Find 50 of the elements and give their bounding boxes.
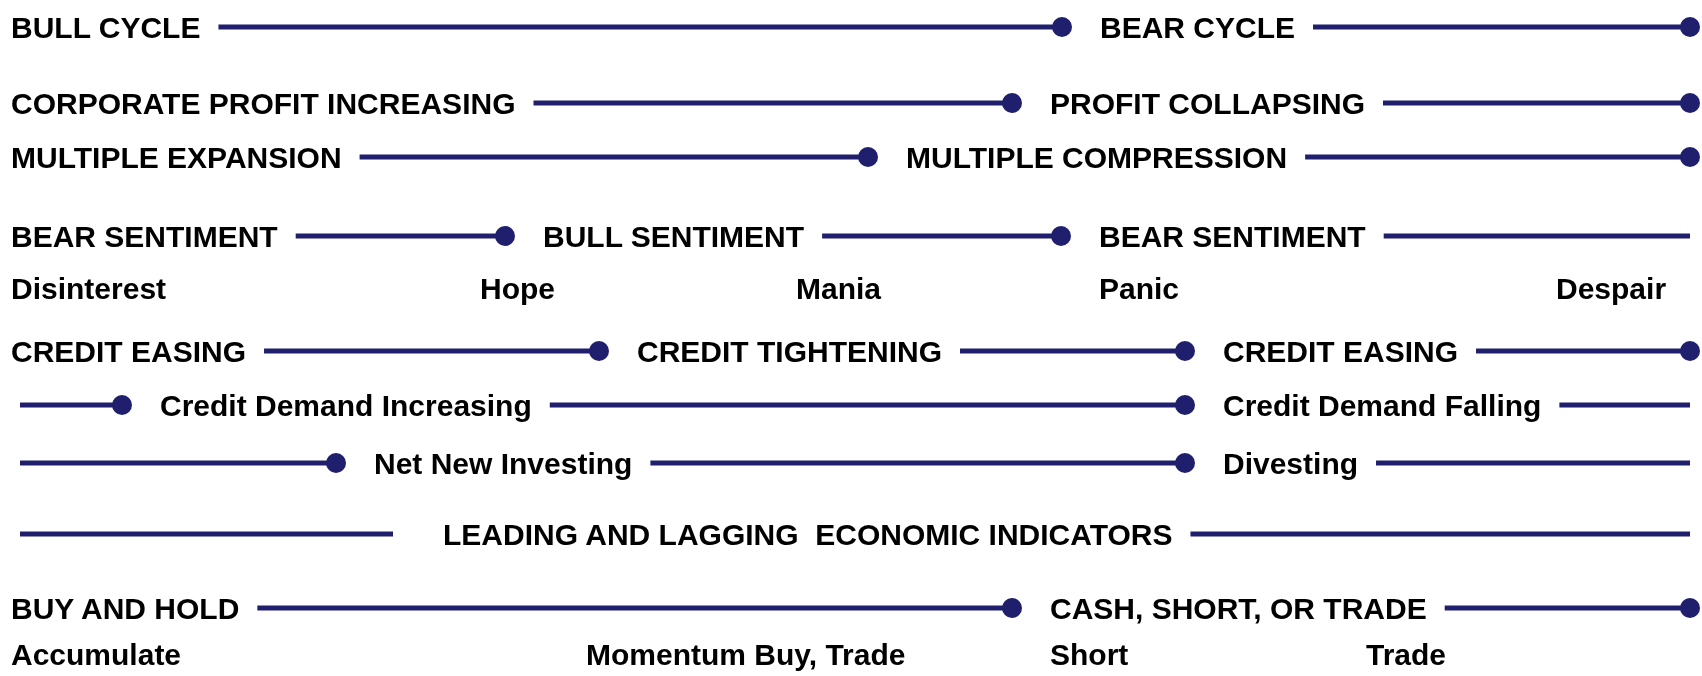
timeline-line xyxy=(1383,233,1690,239)
timeline-line xyxy=(1559,402,1690,408)
stage-label: CREDIT EASING xyxy=(1223,334,1459,368)
timeline-bar xyxy=(20,453,346,473)
stage-label: Divesting xyxy=(1223,446,1359,480)
timeline-bar xyxy=(960,341,1195,361)
timeline-bar xyxy=(822,226,1071,246)
timeline-line xyxy=(1376,460,1690,466)
phase-label: Disinterest xyxy=(11,271,167,305)
timeline-bar xyxy=(549,395,1195,415)
phase-label: Short xyxy=(1050,637,1129,671)
stage-label: Credit Demand Falling xyxy=(1223,388,1542,422)
timeline-bar xyxy=(1383,93,1700,113)
stage-label: BEAR CYCLE xyxy=(1100,10,1295,44)
timeline-bar xyxy=(650,453,1195,473)
stage-label: BUY AND HOLD xyxy=(11,591,240,625)
stage-label: LEADING AND LAGGING ECONOMIC INDICATORS xyxy=(443,517,1173,551)
stage-label: Net New Investing xyxy=(374,446,633,480)
stage-label: MULTIPLE COMPRESSION xyxy=(906,140,1288,174)
stage-label: Credit Demand Increasing xyxy=(160,388,532,422)
timeline-bar xyxy=(1305,147,1700,167)
timeline-line xyxy=(1190,531,1690,537)
phase-label: Hope xyxy=(480,271,555,305)
stage-label: CREDIT TIGHTENING xyxy=(637,334,942,368)
timeline-bar xyxy=(218,17,1072,37)
timeline-bar xyxy=(295,226,515,246)
stage-label: CORPORATE PROFIT INCREASING xyxy=(11,86,516,120)
timeline-bar xyxy=(257,598,1022,618)
phase-label: Panic xyxy=(1099,271,1180,305)
stage-label: BEAR SENTIMENT xyxy=(1099,219,1366,253)
phase-label: Despair xyxy=(1556,271,1667,305)
phase-label: Mania xyxy=(796,271,882,305)
timeline-bar xyxy=(1313,17,1700,37)
timeline-bar xyxy=(359,147,878,167)
stage-label: CASH, SHORT, OR TRADE xyxy=(1050,591,1427,625)
stage-label: BEAR SENTIMENT xyxy=(11,219,278,253)
stage-label: BULL CYCLE xyxy=(11,10,201,44)
stage-label: CREDIT EASING xyxy=(11,334,247,368)
stage-label: MULTIPLE EXPANSION xyxy=(11,140,342,174)
timeline-bar xyxy=(20,395,132,415)
timeline-bar xyxy=(1476,341,1700,361)
timeline-bar xyxy=(1444,598,1700,618)
phase-label: Momentum Buy, Trade xyxy=(586,637,906,671)
timeline-line xyxy=(20,531,393,537)
stage-label: PROFIT COLLAPSING xyxy=(1050,86,1365,120)
timeline-bar xyxy=(533,93,1022,113)
phase-label: Trade xyxy=(1366,637,1447,671)
phase-label: Accumulate xyxy=(11,637,182,671)
timeline-bar xyxy=(264,341,609,361)
stage-label: BULL SENTIMENT xyxy=(543,219,805,253)
